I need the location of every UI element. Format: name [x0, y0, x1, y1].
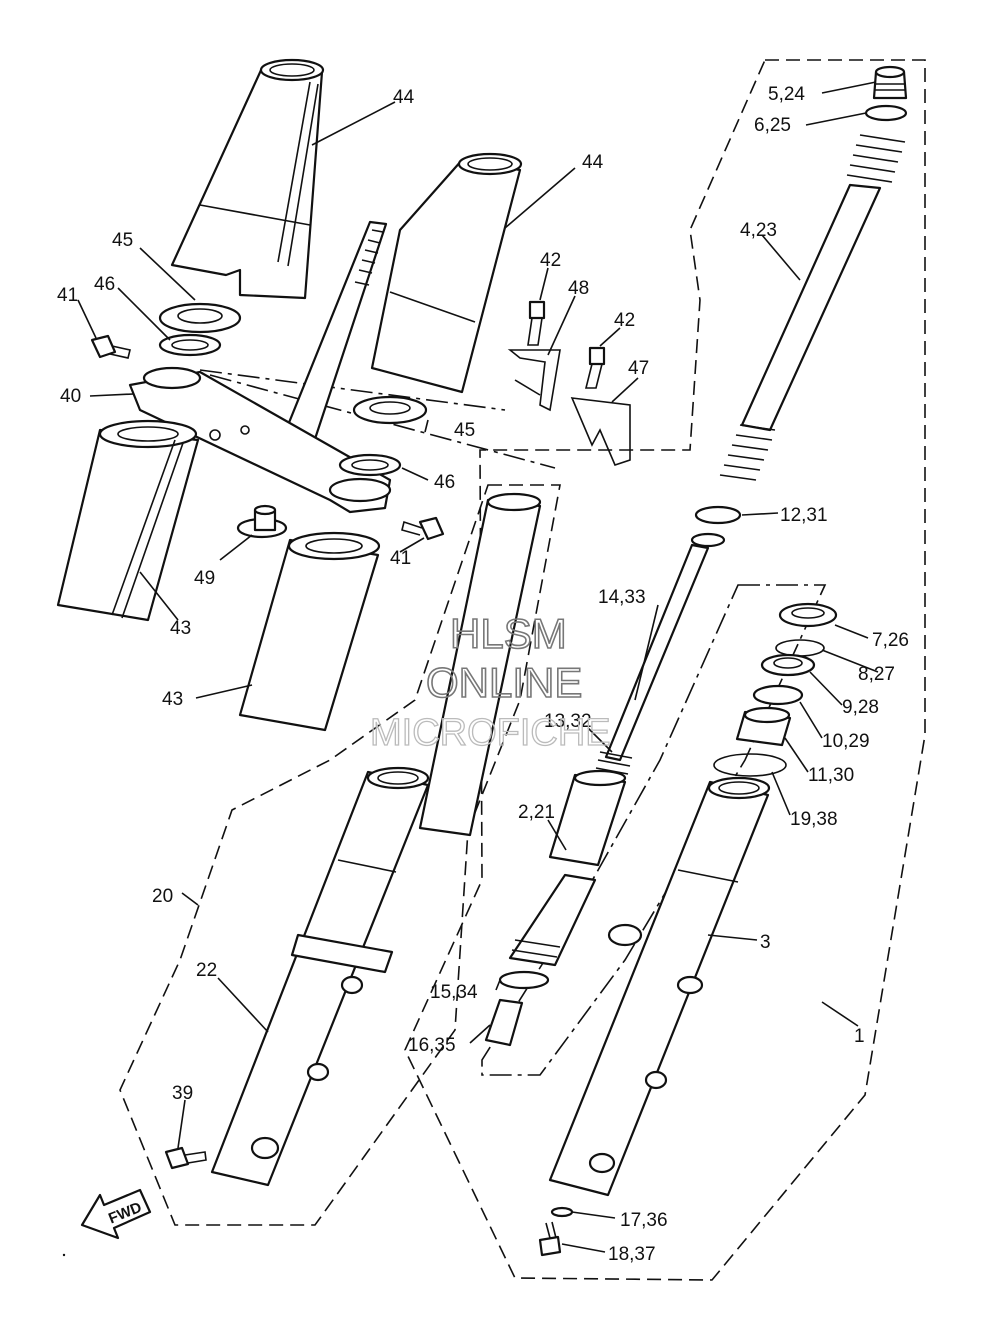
- callout-13-32: 13,32: [544, 711, 592, 732]
- cylinder-2-21: [548, 769, 627, 867]
- callout-41-left: 41: [57, 285, 78, 306]
- watermark-line-3: MICROFICHE: [370, 712, 611, 754]
- fork-cover-44-left: [170, 58, 325, 300]
- watermark-line-2: ONLINE: [426, 659, 582, 706]
- callout-43-left: 43: [170, 618, 191, 639]
- assembly-outline-20: [119, 484, 561, 1226]
- oil-seal-9-28: [760, 653, 816, 677]
- callout-6-25: 6,25: [754, 115, 791, 136]
- bolt-39: [164, 1146, 207, 1170]
- callout-3: 3: [760, 932, 771, 953]
- oil-seal-45-right: [352, 395, 428, 425]
- callout-40: 40: [60, 386, 81, 407]
- callout-48: 48: [568, 278, 589, 299]
- dust-seal-7-26: [778, 602, 838, 628]
- callout-45-right: 45: [454, 420, 475, 441]
- cap-bolt-5-24: [872, 65, 908, 100]
- cable-holder-47: [570, 397, 631, 466]
- lower-cover-43-left: [56, 419, 200, 622]
- callout-19-38: 19,38: [790, 809, 838, 830]
- o-ring-6-25: [864, 104, 908, 122]
- callout-39: 39: [172, 1083, 193, 1104]
- callout-42-upper: 42: [540, 250, 561, 271]
- damper-rod-14-33: [604, 532, 726, 762]
- washer-10-29: [752, 684, 804, 706]
- callout-22: 22: [196, 960, 217, 981]
- forward-direction-badge: FWD: [80, 1188, 152, 1240]
- o-ring-19-38: [713, 753, 787, 777]
- oil-seal-45-left: [158, 302, 242, 334]
- damper-cylinder: [508, 873, 597, 967]
- callout-49: 49: [194, 568, 215, 589]
- bolt-41-left: [90, 334, 131, 359]
- outer-tube-22: [210, 766, 430, 1187]
- washer-46-right: [338, 453, 402, 477]
- fork-cover-44-right: [370, 152, 523, 394]
- callout-47: 47: [628, 358, 649, 379]
- callout-4-23: 4,23: [740, 220, 777, 241]
- fork-spring-upper-4-23: [846, 134, 906, 183]
- callout-44-right: 44: [582, 152, 604, 173]
- washer-17-36: [550, 1206, 574, 1218]
- outer-tube-3: [548, 776, 771, 1197]
- callout-20: 20: [152, 886, 173, 907]
- washer-12-31: [694, 505, 742, 525]
- washer-46-left: [158, 333, 222, 357]
- callout-1: 1: [854, 1026, 865, 1047]
- callout-46-left: 46: [94, 274, 115, 295]
- callout-43-right: 43: [162, 689, 183, 710]
- slide-metal-11-30: [735, 706, 792, 747]
- bolt-42-lower: [584, 346, 606, 389]
- bolt-18-37: [538, 1221, 562, 1257]
- callout-14-33: 14,33: [598, 587, 646, 608]
- cable-guide-49: [236, 504, 288, 539]
- callout-9-28: 9,28: [842, 697, 879, 718]
- seal-15-34: [498, 970, 550, 990]
- callout-labels: 44 44 45 46 41 40 43 43 49 41 45 46 42 4…: [57, 84, 909, 1265]
- watermark: HLSM ONLINE MICROFICHE: [369, 609, 611, 754]
- callout-44-left: 44: [393, 87, 415, 108]
- callout-46-right: 46: [434, 472, 455, 493]
- callout-41-right: 41: [390, 548, 411, 569]
- callout-42-lower: 42: [614, 310, 635, 331]
- lower-cover-43-right: [238, 531, 381, 732]
- watermark-line-1: HLSM: [450, 610, 567, 657]
- bolt-42-upper: [527, 300, 546, 346]
- retaining-clip-8-27: [775, 639, 825, 657]
- fork-spring-lower-4-23: [719, 424, 776, 481]
- corner-dot: [62, 1253, 66, 1257]
- callout-8-27: 8,27: [858, 664, 895, 685]
- callout-7-26: 7,26: [872, 630, 909, 651]
- callout-5-24: 5,24: [768, 84, 805, 105]
- callout-45-left: 45: [112, 230, 133, 251]
- callout-2-21: 2,21: [518, 802, 555, 823]
- bolt-41-right: [401, 516, 445, 541]
- callout-17-36: 17,36: [620, 1210, 668, 1231]
- assembly-outline-1: [404, 59, 926, 1281]
- callout-16-35: 16,35: [408, 1035, 456, 1056]
- callout-18-37: 18,37: [608, 1244, 656, 1265]
- guide-line-cover: [199, 369, 506, 411]
- callout-11-30: 11,30: [808, 765, 854, 786]
- callout-12-31: 12,31: [780, 505, 828, 526]
- callout-15-34: 15,34: [430, 982, 478, 1003]
- callout-10-29: 10,29: [822, 731, 870, 752]
- guide-line-bracket: [209, 374, 556, 469]
- leader-lines: [77, 81, 879, 1253]
- oil-lock-16-35: [484, 998, 524, 1047]
- inner-tube-tall: [418, 492, 542, 837]
- cable-holder-48: [507, 349, 561, 412]
